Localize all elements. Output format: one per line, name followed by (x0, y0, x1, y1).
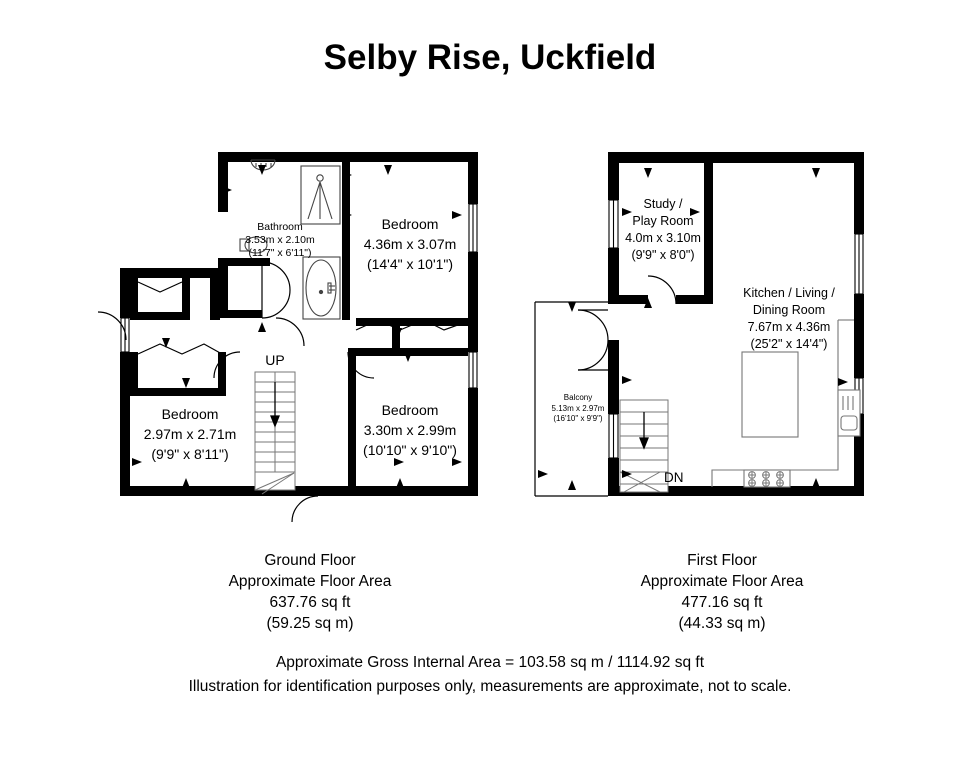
room-label-balcony: Balcony 5.13m x 2.97m (16'10" x 9'9") (551, 393, 605, 423)
first-floor-name: First Floor (687, 552, 757, 569)
disclaimer-text: Illustration for identification purposes… (188, 678, 792, 695)
ground-floor-doors (97, 261, 375, 523)
ground-floor-area-sqft: 637.76 sq ft (269, 594, 351, 611)
stair-label-dn: DN (664, 470, 684, 485)
gross-internal-area: Approximate Gross Internal Area = 103.58… (275, 654, 705, 671)
page-title: Selby Rise, Uckfield (323, 38, 657, 77)
first-floor-area-summary: First Floor Approximate Floor Area 477.1… (592, 550, 852, 634)
gross-area-summary: Approximate Gross Internal Area = 103.58… (0, 651, 980, 699)
first-floor-area-sqm: (44.33 sq m) (678, 615, 766, 632)
room-label-kitchen-living-dining: Kitchen / Living / Dining Room 7.67m x 4… (743, 286, 835, 351)
room-label-bedroom-3: Bedroom 3.30m x 2.99m (10'10" x 9'10") (363, 402, 457, 458)
first-floor-doors (577, 275, 677, 371)
first-floor-kitchen-units (711, 319, 861, 488)
room-label-bedroom-2: Bedroom 2.97m x 2.71m (9'9" x 8'11") (143, 406, 237, 462)
first-floor-staircase (619, 399, 669, 493)
room-label-bathroom: Bathroom 3.53m x 2.10m (11'7" x 6'11") (245, 221, 315, 259)
ground-floor-fixtures (239, 159, 341, 320)
ground-floor-alcove-detail (137, 281, 467, 355)
first-floor-dimension-arrows (538, 168, 848, 490)
first-floor-walls (608, 152, 864, 496)
ground-floor-area-label: Approximate Floor Area (228, 573, 392, 590)
ground-floor-walls (120, 152, 478, 496)
first-floor-area-sqft: 477.16 sq ft (681, 594, 763, 611)
ground-floor-staircase (254, 371, 296, 495)
stair-label-up: UP (265, 352, 285, 368)
ground-floor-area-sqm: (59.25 sq m) (266, 615, 354, 632)
room-label-study-play-room: Study / Play Room 4.0m x 3.10m (9'9" x 8… (625, 197, 701, 262)
ground-floor-name: Ground Floor (264, 552, 356, 569)
ground-floor-dimension-arrows (132, 165, 462, 488)
room-label-bedroom-1: Bedroom 4.36m x 3.07m (14'4" x 10'1") (363, 216, 457, 272)
ground-floor-area-summary: Ground Floor Approximate Floor Area 637.… (180, 550, 440, 634)
first-floor-area-label: Approximate Floor Area (640, 573, 804, 590)
